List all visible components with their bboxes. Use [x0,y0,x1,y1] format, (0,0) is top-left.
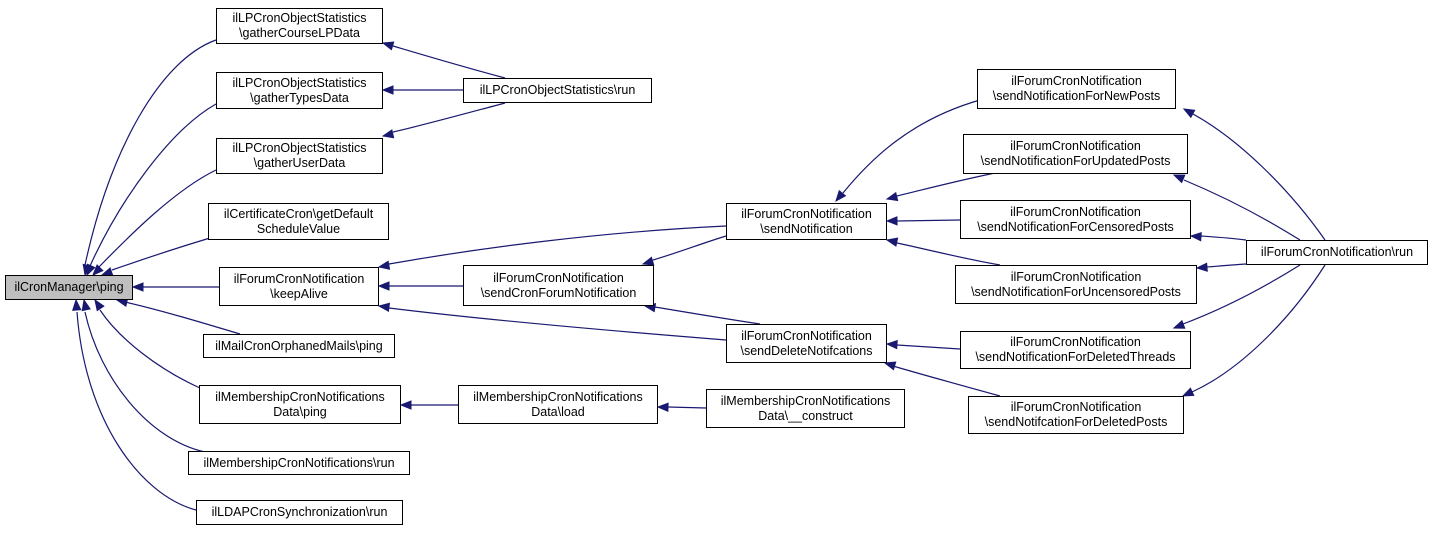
call-edge-forum-run-to-forum-updated-posts [1172,174,1301,241]
call-edge-forum-run-to-forum-deleted-threads [1172,264,1301,329]
node-label-line: ilMembershipCronNotifications [720,393,891,408]
node-label-line: \gatherUserData [253,156,346,170]
node-label-line: \gatherCourseLPData [239,26,360,40]
node-label-line: \sendNotificationForUncensoredPosts [971,284,1181,299]
node-label-line: \sendDeleteNotifcations [740,343,873,358]
node-lp-gather-types[interactable]: ilLPCronObjectStatistics\gatherTypesData [216,72,383,109]
node-label-line: ilForumCronNotification [741,206,872,221]
call-edge-forum-deleted-threads-to-forum-send-delete [885,339,961,350]
call-edge-ldap-run-to-cron-manager-ping [72,298,197,511]
node-label-line: \sendCronForumNotification [480,285,637,300]
node-lp-gather-user[interactable]: ilLPCronObjectStatistics\gatherUserData [216,138,383,174]
call-edge-forum-send-notification-to-forum-keep-alive [377,225,727,270]
call-edge-lp-gather-user-to-cron-manager-ping [92,169,217,276]
call-edge-membership-data-load-to-membership-data-ping [399,400,458,410]
node-label-line: ilMembershipCronNotifications [215,389,385,404]
node-label-line: ilForumCronNotification [1010,335,1141,349]
call-edge-forum-run-to-forum-censored-posts [1189,232,1247,242]
node-label-line: \sendNotifcationForDeletedPosts [984,415,1168,429]
node-label-line: ilCronManager\ping [14,280,124,294]
node-label-line: ilForumCronNotification [1011,74,1142,88]
node-label-line: ilForumCronNotification [1010,400,1142,414]
node-label-line: ilForumCronNotification [1010,269,1142,284]
node-label-line: Data\ping [273,404,327,419]
call-edge-membership-data-construct-to-membership-data-load [656,402,707,413]
call-edge-forum-send-notification-to-forum-send-cron [641,235,727,266]
call-edge-lp-run-to-lp-gather-types [381,85,463,95]
node-label-line: ilForumCronNotification [493,270,624,285]
node-forum-send-cron[interactable]: ilForumCronNotification\sendCronForumNot… [463,265,654,306]
node-label-line: \sendNotificationForUpdatedPosts [980,154,1171,168]
node-label-line: \keepAlive [270,286,328,301]
node-label-line: ilMailCronOrphanedMails\ping [215,338,383,353]
node-forum-updated-posts[interactable]: ilForumCronNotification\sendNotification… [963,134,1188,174]
node-label-line: ilLPCronObjectStatistics [232,11,367,25]
node-label-line: ilMembershipCronNotifications [473,389,643,404]
call-edge-forum-send-delete-to-forum-keep-alive [377,302,727,341]
node-forum-deleted-threads[interactable]: ilForumCronNotification\sendNotification… [960,331,1191,369]
call-edge-cert-get-default-to-cron-manager-ping [100,237,211,277]
call-edge-forum-send-cron-to-forum-keep-alive [377,281,463,291]
node-ldap-run[interactable]: ilLDAPCronSynchronization\run [196,500,403,525]
node-label-line: ilLDAPCronSynchronization\run [211,505,388,519]
node-label-line: ScheduleValue [256,221,341,236]
node-label-line: ilLPCronObjectStatistics [232,75,367,90]
node-label-line: ilLPCronObjectStatistics [232,141,367,155]
node-label-line: ilForumCronNotification\run [1260,245,1414,259]
node-label-line: Data\__construct [758,408,853,423]
node-label-line: ilMembershipCronNotifications\run [203,455,395,470]
node-label-line: \sendNotificationForNewPosts [992,89,1161,103]
node-forum-send-delete[interactable]: ilForumCronNotification\sendDeleteNotifc… [726,324,887,363]
node-label-line: ilForumCronNotification [1010,204,1141,219]
node-label-line: Data\load [531,404,585,419]
call-edge-forum-deleted-posts-to-forum-send-delete [883,361,1001,397]
node-label-line: ilLPCronObjectStatistics\run [479,83,636,97]
node-label-line: \sendNotification [760,221,853,236]
node-label-line: \gatherTypesData [250,90,349,105]
call-edge-forum-run-to-forum-deleted-posts [1181,264,1326,397]
call-edge-forum-run-to-forum-uncensored-posts [1195,262,1247,272]
node-forum-keep-alive[interactable]: ilForumCronNotification\keepAlive [219,267,379,306]
call-edge-lp-gather-types-to-cron-manager-ping [86,103,217,277]
node-forum-run[interactable]: ilForumCronNotification\run [1246,240,1428,265]
node-cron-manager-ping[interactable]: ilCronManager\ping [5,275,133,300]
call-edge-membership-data-ping-to-cron-manager-ping [94,298,201,389]
node-membership-run[interactable]: ilMembershipCronNotifications\run [188,451,410,475]
call-edge-forum-updated-posts-to-forum-send-notification [885,171,1001,202]
node-label-line: ilForumCronNotification [1010,139,1141,153]
call-edge-membership-run-to-cron-manager-ping [81,298,206,453]
node-label-line: \sendNotificationForCensoredPosts [977,219,1174,234]
call-edge-forum-run-to-forum-new-posts [1182,108,1326,241]
node-forum-send-notification[interactable]: ilForumCronNotification\sendNotification [726,203,887,240]
call-edge-forum-uncensored-posts-to-forum-send-notification [885,237,1001,266]
call-edge-lp-run-to-lp-gather-user [381,102,506,139]
call-edge-forum-new-posts-to-forum-send-notification [835,99,981,203]
call-edge-forum-send-delete-to-forum-send-cron [643,303,761,325]
node-label-line: ilCertificateCron\getDefault [223,206,374,221]
node-label-line: ilForumCronNotification [233,271,365,286]
node-mail-orphaned-ping[interactable]: ilMailCronOrphanedMails\ping [203,334,395,358]
call-edge-forum-keep-alive-to-cron-manager-ping [131,282,219,292]
node-forum-new-posts[interactable]: ilForumCronNotification\sendNotification… [977,69,1176,109]
node-label-line: \sendNotificationForDeletedThreads [975,350,1176,364]
call-edge-lp-run-to-lp-gather-course [381,41,506,79]
node-label-line: ilForumCronNotification [741,328,872,343]
node-forum-deleted-posts[interactable]: ilForumCronNotification\sendNotifcationF… [968,396,1184,434]
node-forum-censored-posts[interactable]: ilForumCronNotification\sendNotification… [960,200,1191,239]
node-forum-uncensored-posts[interactable]: ilForumCronNotification\sendNotification… [955,265,1197,304]
node-lp-run[interactable]: ilLPCronObjectStatistics\run [463,78,652,103]
call-edge-forum-censored-posts-to-forum-send-notification [885,216,961,226]
node-lp-gather-course[interactable]: ilLPCronObjectStatistics\gatherCourseLPD… [216,8,383,44]
